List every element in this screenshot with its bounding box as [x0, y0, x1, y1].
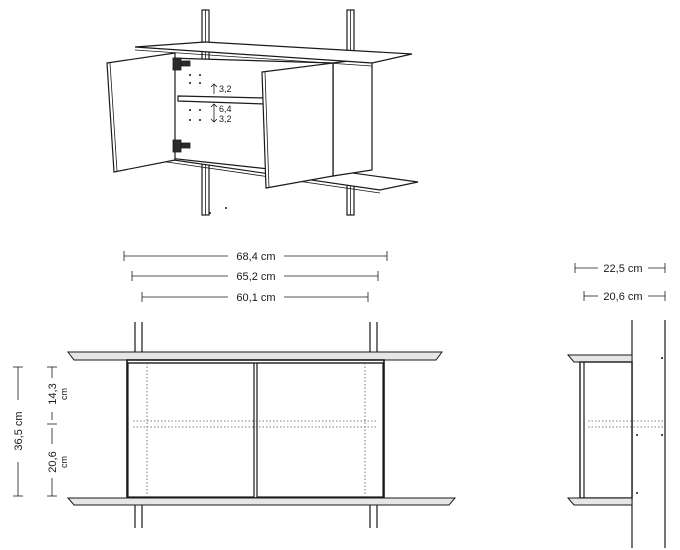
height-total-label: 36,5 cm [13, 411, 25, 450]
shelf-pin-holes [189, 74, 227, 214]
front-top-shelf [67, 351, 443, 361]
front-view [66, 322, 457, 528]
height-upper-unit: cm [59, 388, 69, 400]
top-shelf [134, 41, 413, 64]
depth-inner-label: 20,6 cm [603, 291, 642, 303]
adjustment-arrows [210, 83, 218, 123]
height-upper-label: 14,3 [47, 383, 59, 404]
side-top-shelf [566, 354, 633, 363]
depth-outer-label: 22,5 cm [603, 263, 642, 275]
height-lower-label: 20,6 [47, 451, 59, 472]
width-outer-label: 68,4 cm [236, 251, 275, 263]
gap-bottom-label: 3,2 [219, 114, 232, 124]
gap-middle-label: 6,4 [219, 104, 232, 114]
cabinet-right-side [332, 57, 373, 177]
side-bottom-shelf [566, 497, 633, 506]
height-dimensions: 36,5 cm 14,3 cm 20,6 cm [13, 366, 69, 497]
left-door-front [127, 362, 255, 498]
right-door-front [256, 362, 384, 498]
hinge-icons [172, 57, 191, 153]
side-view [566, 320, 666, 548]
width-middle-label: 65,2 cm [236, 271, 275, 283]
perspective-view: 3,2 6,4 3,2 [106, 9, 419, 216]
front-bottom-shelf [66, 497, 457, 506]
side-pin-holes [636, 357, 663, 494]
cabinet-body [126, 359, 385, 499]
right-door [261, 62, 334, 189]
left-door [106, 52, 176, 173]
side-depth-dimensions: 22,5 cm 20,6 cm [574, 263, 666, 303]
front-width-dimensions: 68,4 cm 65,2 cm 60,1 cm [123, 251, 388, 304]
gap-top-label: 3,2 [219, 84, 232, 94]
side-cabinet-body [579, 361, 633, 499]
width-inner-label: 60,1 cm [236, 292, 275, 304]
hidden-lines [133, 363, 378, 497]
height-lower-unit: cm [59, 456, 69, 468]
